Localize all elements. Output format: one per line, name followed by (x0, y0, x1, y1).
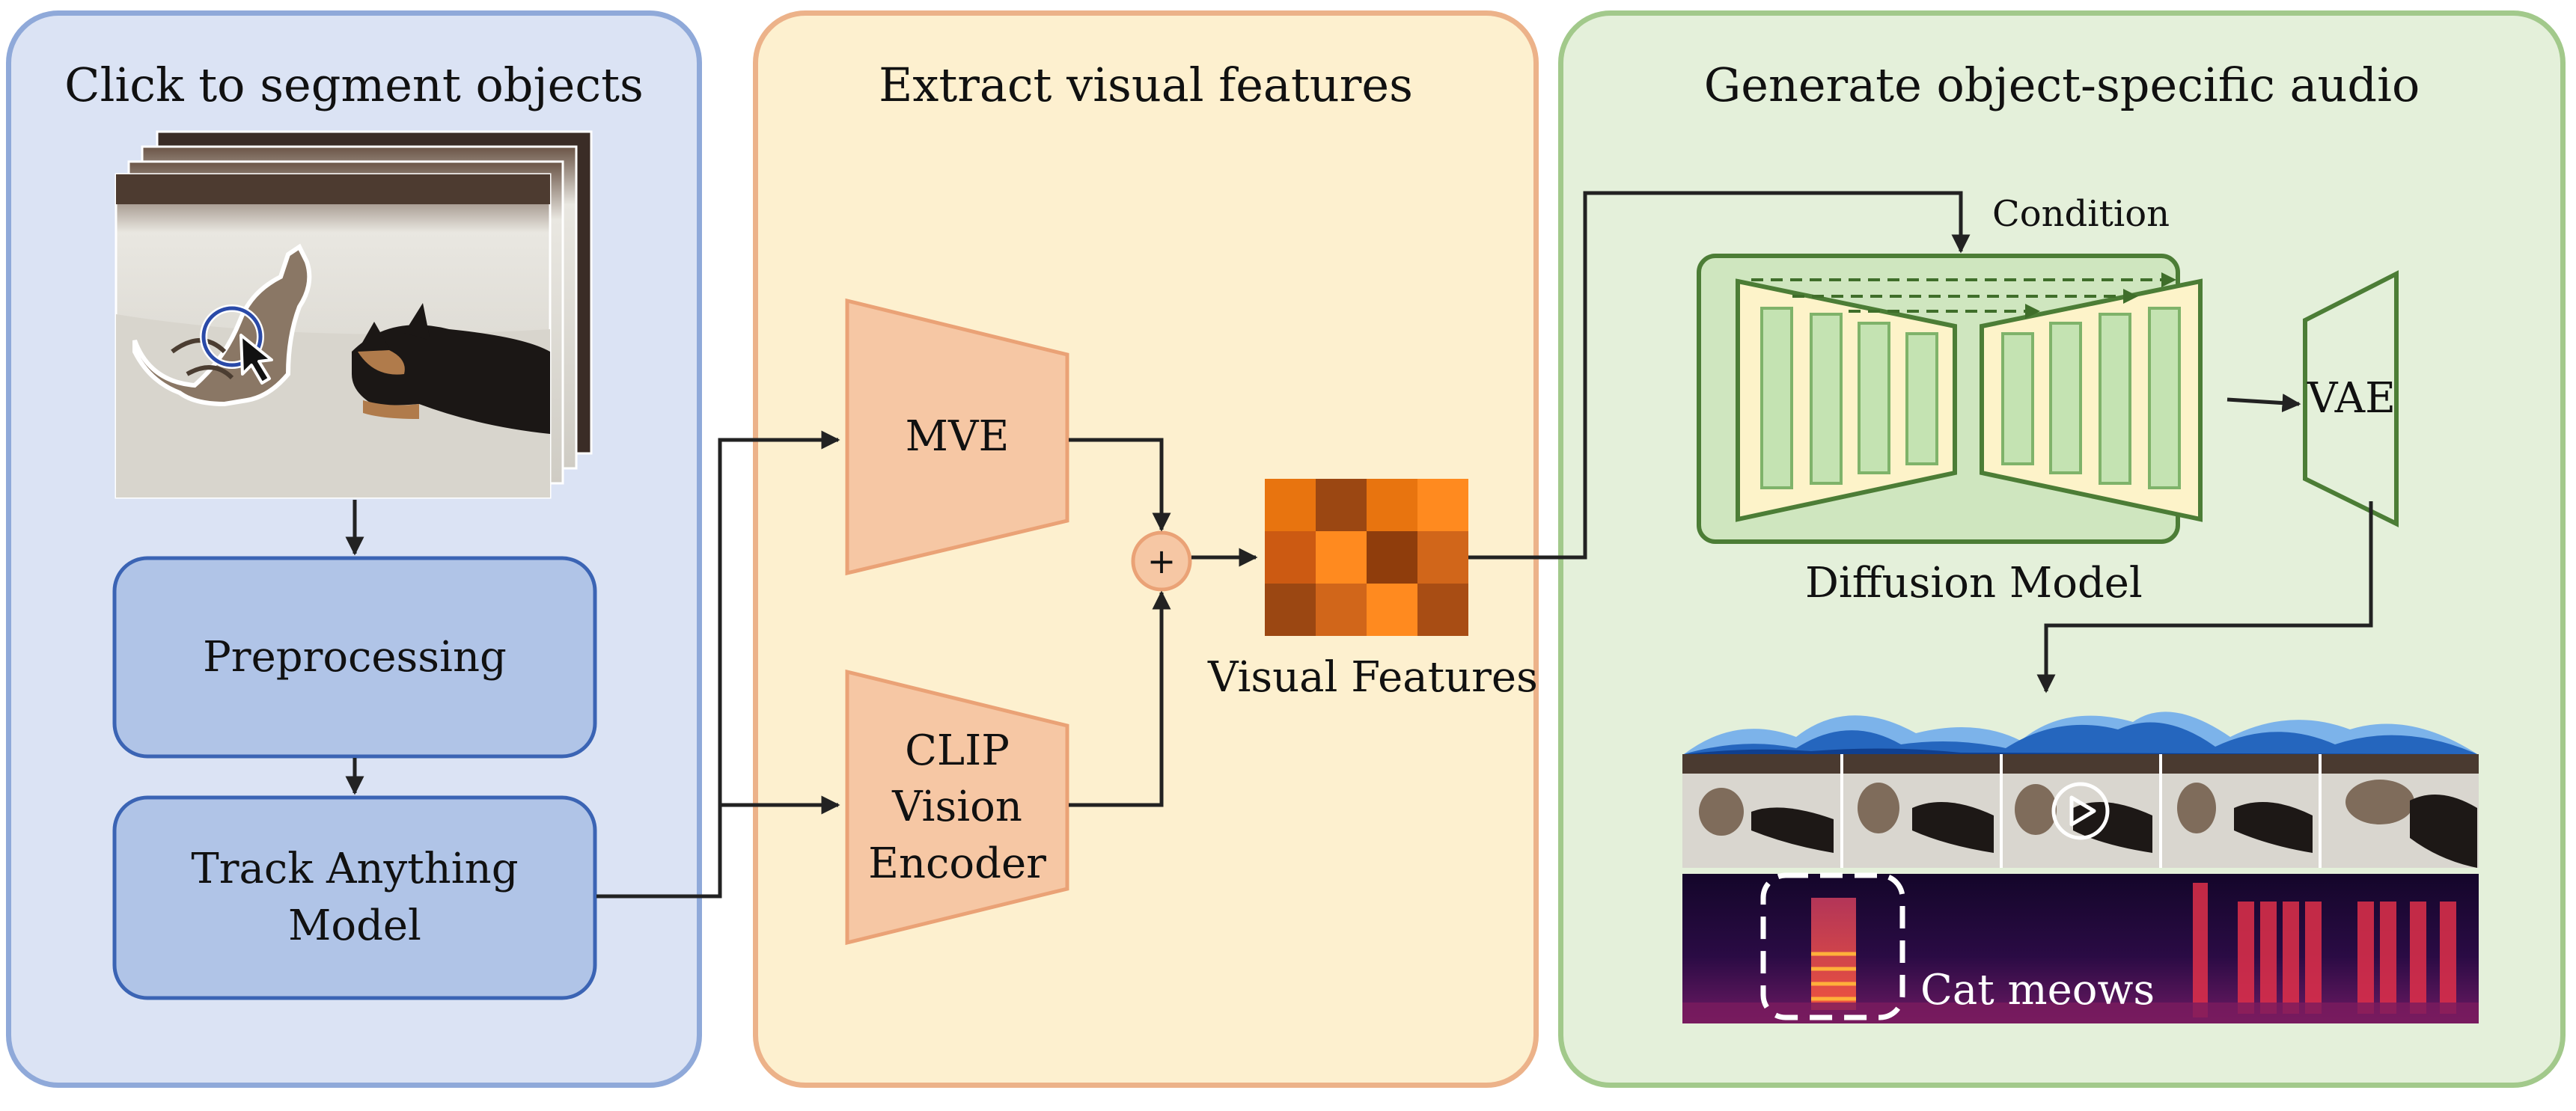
condition-label: Condition (1992, 193, 2170, 235)
visual-features-grid (1265, 479, 1468, 636)
feature-cell (1265, 479, 1316, 531)
video-frame (115, 173, 552, 499)
play-icon[interactable] (2051, 782, 2110, 840)
feature-cell (1417, 531, 1468, 584)
track-anything-line1: Track Anything (191, 845, 519, 894)
cat-meows-label: Cat meows (1920, 966, 2155, 1014)
arrow-vae-to-output (2036, 501, 2373, 694)
vae-label: VAE (2307, 374, 2396, 423)
feature-cell (1316, 531, 1367, 584)
output-video-strip (1682, 754, 2479, 868)
arrow-mve-to-sum (1069, 438, 1171, 532)
track-anything-line2: Model (288, 902, 421, 950)
track-anything-box (112, 795, 597, 1000)
mve-label: MVE (905, 412, 1010, 462)
cursor-arrow-icon (239, 334, 273, 385)
feature-cell (1417, 479, 1468, 531)
clip-label: CLIP Vision Encoder (847, 672, 1067, 943)
skip-connections (1751, 272, 2176, 319)
arrow-diffusion-to-vae (2226, 394, 2301, 413)
clip-line1: CLIP (905, 726, 1010, 775)
audio-panel-title: Generate object-specific audio (1703, 58, 2420, 112)
mve-encoder-shape (845, 298, 1069, 576)
vae-decoder-shape (2303, 270, 2399, 527)
feature-cell (1367, 479, 1417, 531)
feature-cell (1265, 531, 1316, 584)
diffusion-model-label: Diffusion Model (1805, 559, 2143, 607)
spectrogram-burst-meow (1811, 898, 1856, 1010)
arrow-features-to-condition (1468, 191, 1971, 560)
dog-shape (352, 303, 550, 434)
audio-waveform (1684, 711, 2477, 754)
segment-panel-title: Click to segment objects (64, 58, 644, 112)
sum-node (1131, 530, 1192, 592)
clip-line3: Encoder (868, 839, 1046, 888)
sum-node-label: + (1147, 540, 1176, 581)
spectrogram (1682, 872, 2479, 1023)
clip-line2: Vision (892, 783, 1022, 832)
meow-highlight-box (1760, 872, 1905, 1020)
preprocessing-box (112, 556, 597, 759)
feature-cell (1367, 531, 1417, 584)
feature-cell (1316, 584, 1367, 636)
feature-cell (1417, 584, 1468, 636)
click-target[interactable] (200, 304, 264, 369)
spectrogram-bars (2193, 883, 2456, 1017)
arrow-clip-to-sum (1069, 590, 1171, 807)
track-anything-label: Track Anything Model (115, 798, 595, 998)
preprocessing-label: Preprocessing (203, 632, 507, 682)
arrow-track-to-mve (596, 430, 840, 899)
unet-bars (1760, 307, 2181, 489)
feature-cell (1367, 584, 1417, 636)
feature-cell (1265, 584, 1316, 636)
feature-cell (1316, 479, 1367, 531)
visual-features-label: Visual Features (1208, 653, 1538, 702)
clip-encoder-shape (845, 669, 1069, 946)
features-panel-title: Extract visual features (879, 58, 1413, 112)
